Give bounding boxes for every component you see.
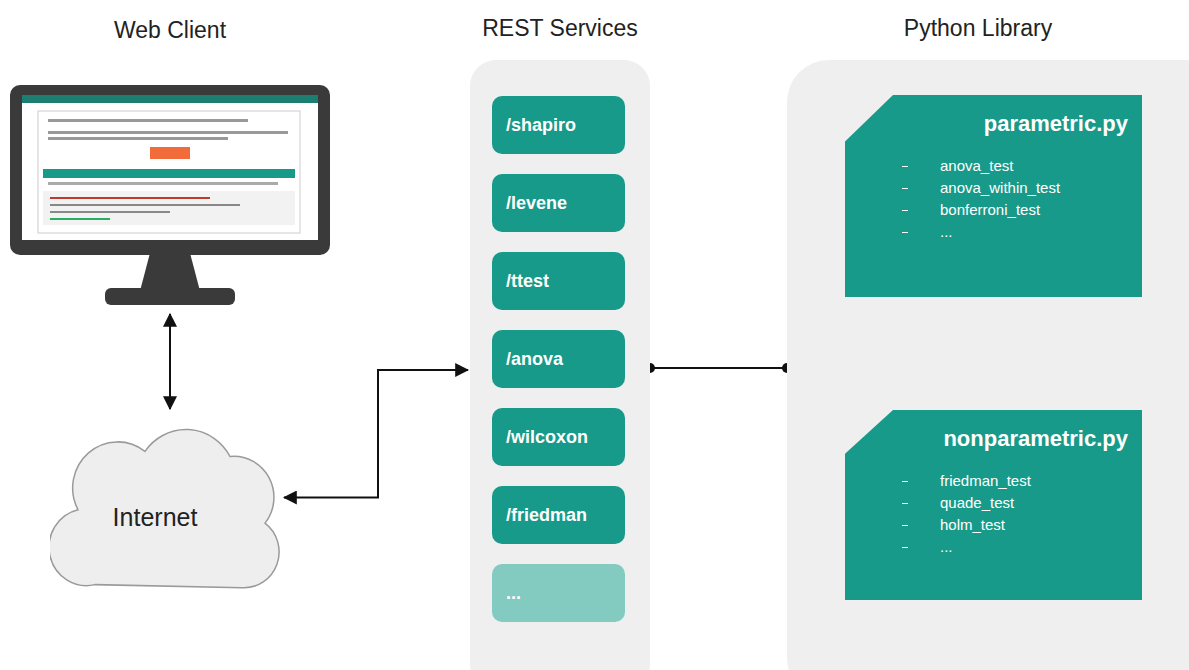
function-item: bonferroni_test xyxy=(940,199,1128,221)
bullet-dash xyxy=(902,166,908,167)
function-name: ... xyxy=(940,223,953,240)
connector xyxy=(650,367,787,369)
function-name: anova_within_test xyxy=(940,179,1060,196)
endpoint-box: /shapiro xyxy=(492,96,625,154)
monitor-node: Web Client xyxy=(10,85,330,310)
bullet-dash xyxy=(902,525,908,526)
endpoint-label: /friedman xyxy=(506,505,587,526)
bullet-dash xyxy=(902,232,908,233)
column-heading: Web Client xyxy=(0,17,370,44)
cloud-shape xyxy=(50,395,290,600)
endpoint-label: ... xyxy=(506,583,521,604)
cloud-label: Internet xyxy=(113,503,198,532)
endpoint-box: /ttest xyxy=(492,252,625,310)
endpoint-box: /wilcoxon xyxy=(492,408,625,466)
endpoint-box: ... xyxy=(492,564,625,622)
function-name: anova_test xyxy=(940,157,1013,174)
function-item: quade_test xyxy=(940,492,1128,514)
endpoint-label: /ttest xyxy=(506,271,549,292)
endpoint-box: /anova xyxy=(492,330,625,388)
endpoint-box: /friedman xyxy=(492,486,625,544)
group-panel: REST Services/shapiro/levene/ttest/anova… xyxy=(470,60,650,670)
endpoint-label: /anova xyxy=(506,349,563,370)
bullet-dash xyxy=(902,188,908,189)
connector xyxy=(169,314,171,409)
connector xyxy=(284,370,468,498)
bullet-dash xyxy=(902,503,908,504)
module-card: parametric.py anova_test anova_within_test… xyxy=(845,95,1142,297)
endpoint-label: /wilcoxon xyxy=(506,427,588,448)
function-item: holm_test xyxy=(940,514,1128,536)
function-name: ... xyxy=(940,538,953,555)
monitor-illustration xyxy=(10,85,330,310)
function-item: ... xyxy=(940,536,1128,558)
function-name: quade_test xyxy=(940,494,1014,511)
function-item: anova_test xyxy=(940,155,1128,177)
module-name: parametric.py xyxy=(845,95,1142,137)
function-name: friedman_test xyxy=(940,472,1031,489)
endpoint-label: /levene xyxy=(506,193,567,214)
function-list: friedman_test quade_test holm_test... xyxy=(940,470,1128,558)
bullet-dash xyxy=(902,547,908,548)
function-item: friedman_test xyxy=(940,470,1128,492)
function-item: anova_within_test xyxy=(940,177,1128,199)
module-name: nonparametric.py xyxy=(845,410,1142,452)
endpoint-label: /shapiro xyxy=(506,115,576,136)
function-item: ... xyxy=(940,221,1128,243)
function-name: holm_test xyxy=(940,516,1005,533)
function-name: bonferroni_test xyxy=(940,201,1040,218)
bullet-dash xyxy=(902,210,908,211)
function-list: anova_test anova_within_test bonferroni_te… xyxy=(940,155,1128,243)
bullet-dash xyxy=(902,481,908,482)
column-heading: Python Library xyxy=(747,15,1189,42)
internet-cloud: Internet xyxy=(50,395,290,600)
module-card: nonparametric.py friedman_test quade_testh… xyxy=(845,410,1142,600)
column-heading: REST Services xyxy=(430,15,690,42)
endpoint-box: /levene xyxy=(492,174,625,232)
group-panel: Python Libraryparametric.pyanova_testano… xyxy=(787,60,1189,670)
